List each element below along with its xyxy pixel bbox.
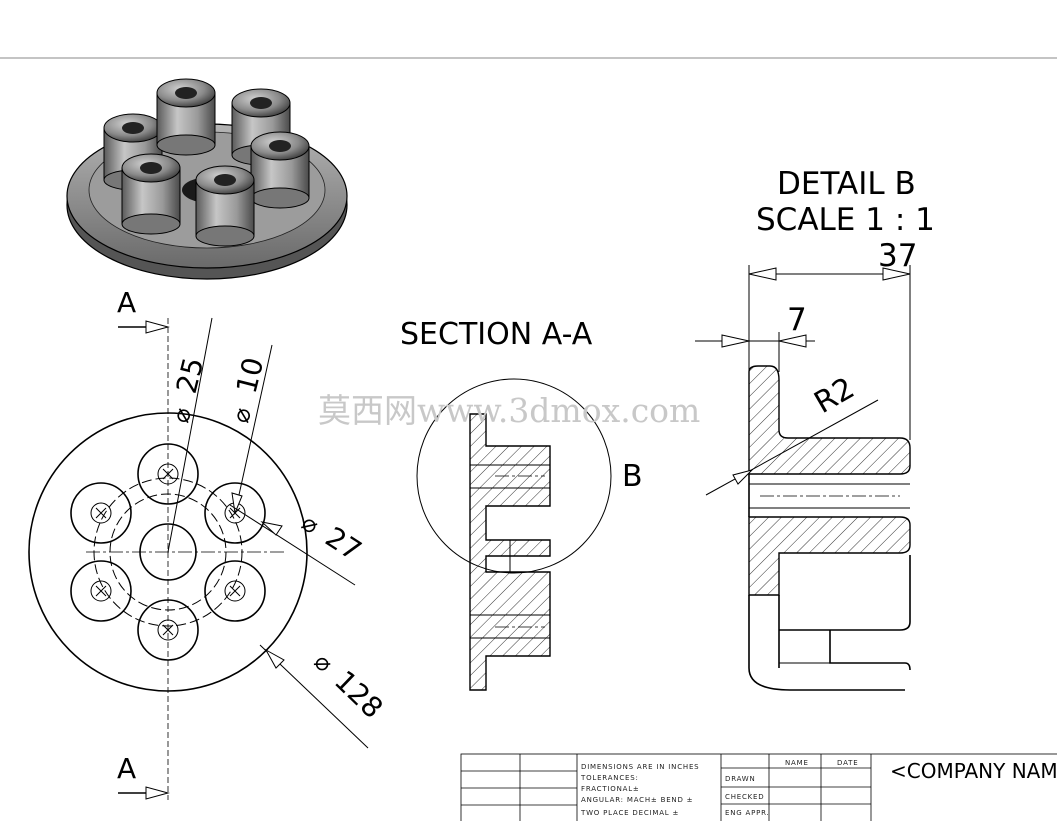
tb-row-checked: CHECKED xyxy=(725,793,764,801)
tb-note-5: TWO PLACE DECIMAL ± xyxy=(580,809,679,817)
section-label-top: A xyxy=(117,286,136,319)
dim-symbol-128: ⌀ xyxy=(309,648,339,678)
tb-company: <COMPANY NAME> xyxy=(890,759,1057,783)
detail-title: DETAIL B xyxy=(777,166,916,202)
section-title: SECTION A-A xyxy=(400,317,593,352)
section-label-bottom: A xyxy=(117,752,136,785)
dim-7: 7 xyxy=(787,302,807,338)
dim-37: 37 xyxy=(878,238,917,274)
dim-symbol-25: ⌀ xyxy=(166,405,197,426)
tb-note-2: TOLERANCES: xyxy=(580,774,639,782)
tb-col-name: NAME xyxy=(785,759,809,767)
section-view: SECTION A-A B xyxy=(400,317,643,691)
tb-col-date: DATE xyxy=(837,759,858,767)
dim-10: 10 xyxy=(230,354,271,397)
front-view: A A ⌀ 25 xyxy=(28,286,389,800)
detail-scale: SCALE 1 : 1 xyxy=(756,202,935,238)
detail-callout: B xyxy=(622,459,643,494)
tb-row-eng: ENG APPR. xyxy=(725,809,770,817)
dim-symbol-10: ⌀ xyxy=(226,405,257,426)
dim-128: 128 xyxy=(328,664,389,725)
isometric-view xyxy=(66,78,348,280)
tb-note-4: ANGULAR: MACH± BEND ± xyxy=(581,796,693,804)
tb-row-drawn: DRAWN xyxy=(725,775,756,783)
dim-27: 27 xyxy=(320,520,368,567)
title-block: DIMENSIONS ARE IN INCHES TOLERANCES: FRA… xyxy=(460,753,1057,821)
tb-note-1: DIMENSIONS ARE IN INCHES xyxy=(581,763,699,771)
detail-circle xyxy=(416,378,612,574)
tb-note-3: FRACTIONAL± xyxy=(581,785,640,793)
detail-view: DETAIL B SCALE 1 : 1 37 7 R2 xyxy=(695,166,935,691)
watermark: 莫西网www.3dmox.com xyxy=(318,391,700,430)
